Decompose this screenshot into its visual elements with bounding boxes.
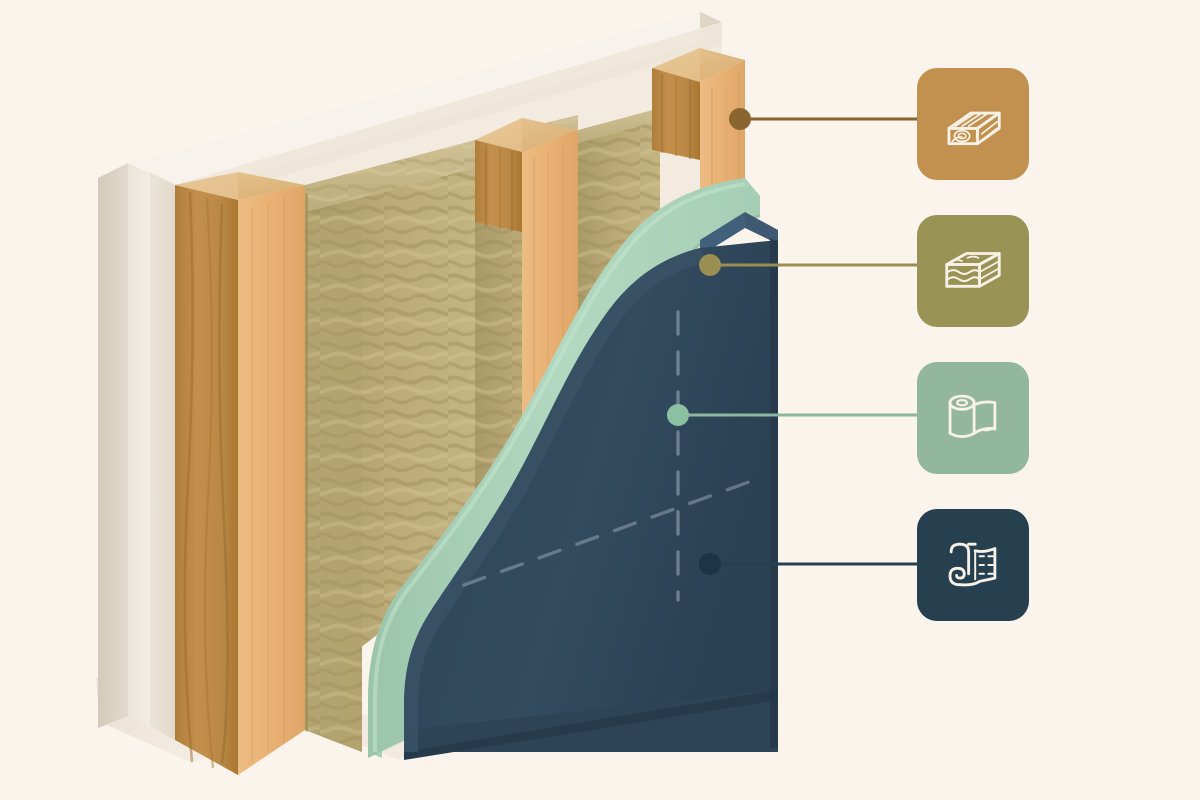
callout-dot-stud xyxy=(729,108,751,130)
seam-diagonal xyxy=(462,476,762,587)
callout-dot-insulation xyxy=(699,254,721,276)
callout-leaders xyxy=(667,108,917,575)
callout-leader-membrane[interactable] xyxy=(667,404,917,426)
callout-leader-insulation[interactable] xyxy=(699,254,917,276)
callout-icon-tile-membrane[interactable] xyxy=(917,362,1029,474)
sheathing-roll-icon xyxy=(948,542,997,587)
callout-dot-sheathing xyxy=(699,553,721,575)
callout-icon-tile-sheathing[interactable] xyxy=(917,509,1029,621)
stud-left xyxy=(175,172,305,775)
insulation-batt-icon xyxy=(945,252,1001,288)
layer-sheathing xyxy=(404,212,778,760)
callout-icon-tile-stud[interactable] xyxy=(917,68,1029,180)
callout-icon-tile-insulation[interactable] xyxy=(917,215,1029,327)
membrane-roll-icon xyxy=(948,394,997,439)
callout-leader-stud[interactable] xyxy=(729,108,917,130)
lumber-beam-icon xyxy=(947,111,1001,146)
callout-dot-membrane xyxy=(667,404,689,426)
stud-right xyxy=(652,48,745,218)
callout-leader-sheathing[interactable] xyxy=(699,553,917,575)
